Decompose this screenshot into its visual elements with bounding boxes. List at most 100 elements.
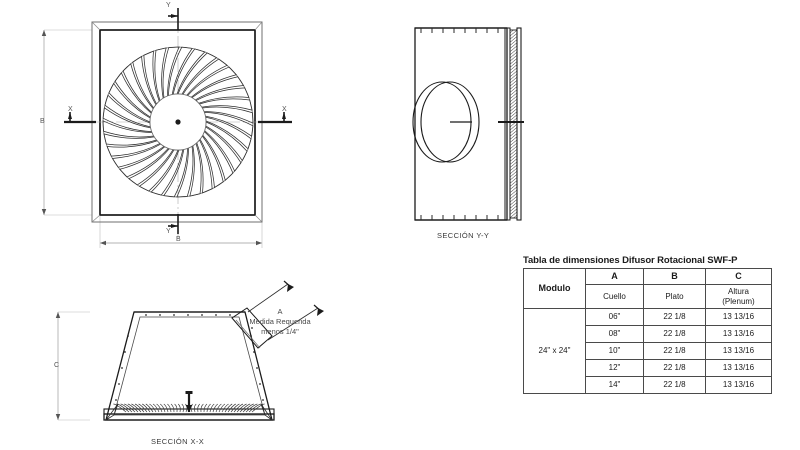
swirl-section-blade: [242, 403, 254, 413]
swirl-section-blade: [177, 403, 181, 413]
swirl-blade: [205, 116, 252, 150]
table-cell-plato: 22 1/8: [643, 376, 706, 394]
swirl-blade: [196, 139, 213, 194]
swirl-blade: [132, 55, 157, 109]
swirl-blade: [195, 87, 250, 104]
swirl-section-blade: [174, 403, 178, 413]
table-cell-plato: 22 1/8: [643, 359, 706, 377]
note-line-a: A: [277, 307, 283, 316]
swirl-blade: [176, 145, 194, 198]
table-cell-altura: 13 13/16: [705, 308, 772, 326]
leader-line-upper: [247, 280, 294, 313]
swirl-section-blade: [224, 403, 233, 413]
swirl-blade: [106, 140, 161, 157]
section-marker-y-bottom: [168, 214, 179, 234]
table-cell-cuello: 06": [585, 308, 644, 326]
swirl-section-blade: [145, 403, 154, 413]
table-cell-plato: 22 1/8: [643, 325, 706, 343]
dimension-b-vertical: [41, 29, 92, 216]
swirl-section-blade: [251, 403, 265, 413]
swirl-blade: [138, 149, 179, 192]
leader-line-lower: [267, 304, 324, 341]
swirl-section-blade: [209, 403, 215, 413]
swirl-blade: [119, 146, 170, 178]
table-header: Modulo A B C Cuello Plato Altura (Plenum…: [523, 268, 772, 309]
table-cell-modulo-value: 24" x 24": [523, 308, 586, 394]
rivet-row-top: [415, 27, 507, 33]
swirl-section-blade: [113, 403, 127, 413]
swirl-blade: [102, 107, 153, 132]
swirl-blade: [162, 46, 180, 99]
swirl-section-blade: [152, 403, 160, 413]
swirl-section-blade: [131, 403, 142, 413]
table-cell-altura: 13 13/16: [705, 376, 772, 394]
swirl-blade: [177, 52, 218, 95]
swirl-section-blade: [248, 403, 262, 413]
table-cell-altura: 13 13/16: [705, 359, 772, 377]
front-view-dim-b-bottom: B: [176, 236, 181, 243]
front-view-dim-b-left: B: [40, 118, 45, 125]
swirl-blade: [114, 72, 152, 118]
dimension-table-block: Tabla de dimensiones Difusor Rotacional …: [523, 255, 773, 394]
section-marker-label-y-bottom: Y: [166, 228, 171, 235]
swirl-section-blade: [206, 403, 211, 413]
swirl-blade: [122, 63, 154, 114]
swirl-section-blade: [227, 403, 236, 413]
swirl-section-blade: [221, 403, 229, 413]
swirl-blade: [168, 46, 193, 97]
swirl-section-blade: [218, 403, 226, 413]
table-header-letter-c: C: [705, 268, 772, 285]
swirl-blade: [163, 147, 188, 198]
table-cell-altura: 13 13/16: [705, 342, 772, 360]
table-cell-cuello: 14": [585, 376, 644, 394]
table-header-sub-altura-line2: (Plenum): [722, 296, 755, 306]
table-header-sub-cuello: Cuello: [585, 284, 644, 309]
dimension-c-vertical: [55, 311, 90, 421]
swirl-section-blade: [159, 403, 166, 413]
table-title: Tabla de dimensiones Difusor Rotacional …: [523, 255, 738, 266]
swirl-section-blade: [124, 403, 136, 413]
swirl-blade: [202, 130, 234, 181]
section-marker-y-top: [168, 8, 179, 30]
swirl-section-blade: [163, 403, 169, 413]
swirl-section-blade: [134, 403, 145, 413]
section-yy-view: [412, 27, 524, 221]
swirl-section-blade: [138, 403, 148, 413]
swirl-blade: [205, 121, 248, 162]
swirl-blade: [111, 143, 165, 168]
swirl-blade: [201, 106, 254, 124]
swirl-section-blade: [236, 403, 247, 413]
swirl-blade: [128, 148, 174, 186]
section-marker-label-y-top: Y: [166, 2, 171, 9]
swirl-blade: [182, 58, 228, 96]
table-cell-cuello: 10": [585, 342, 644, 360]
note-line-medida: Medida Requerida: [249, 317, 311, 327]
swirl-blade: [104, 94, 151, 128]
swirl-section-blade: [181, 403, 185, 413]
note-line-menos: menos 1/4": [261, 327, 299, 337]
swirl-section-blade: [197, 403, 201, 413]
dimension-b-horizontal: [99, 215, 263, 248]
swirl-blade: [198, 98, 253, 111]
swirl-section-blade: [203, 403, 208, 413]
table-header-letter-a: A: [585, 268, 644, 285]
right-wall-rivets: [250, 335, 264, 401]
swirl-section-blade: [120, 403, 133, 413]
swirl-section-blade: [149, 403, 157, 413]
table-header-sub-altura-line1: Altura: [728, 287, 749, 297]
table-cell-cuello: 12": [585, 359, 644, 377]
rivet-row-bottom: [415, 215, 507, 221]
table-header-sub-altura: Altura (Plenum): [705, 284, 772, 309]
section-marker-x-left: [64, 112, 96, 124]
swirl-section-blade: [156, 403, 163, 413]
swirl-section-blade: [170, 403, 175, 413]
swirl-section-blade: [212, 403, 219, 413]
swirl-blade: [191, 76, 245, 101]
top-flange-rivets: [145, 314, 231, 316]
